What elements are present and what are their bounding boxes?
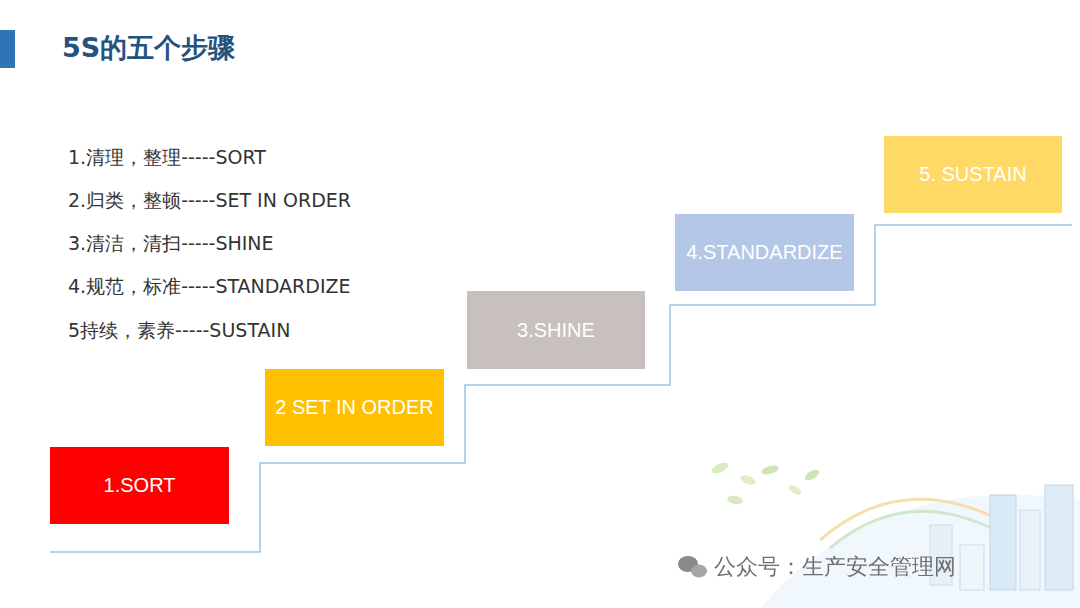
step-box: 4.STANDARDIZE — [675, 214, 854, 291]
step-box: 1.SORT — [50, 447, 229, 524]
step-list-item: 1.清理，整理-----SORT — [68, 145, 266, 171]
title-bar — [0, 30, 15, 68]
step-box: 5. SUSTAIN — [884, 136, 1062, 213]
step-list-item: 3.清洁，清扫-----SHINE — [68, 231, 274, 257]
step-list-item: 5持续，素养-----SUSTAIN — [68, 318, 290, 344]
step-label: 5. SUSTAIN — [919, 163, 1026, 186]
step-box: 3.SHINE — [467, 291, 645, 369]
step-box: 2 SET IN ORDER — [265, 369, 444, 446]
step-label: 2 SET IN ORDER — [275, 396, 434, 419]
watermark: 公众号：生产安全管理网 — [714, 552, 956, 582]
step-label: 3.SHINE — [517, 319, 595, 342]
step-label: 1.SORT — [104, 474, 176, 497]
city-illustration — [710, 461, 1080, 608]
slide-title: 5S的五个步骤 — [62, 30, 235, 66]
step-list-item: 2.归类，整顿-----SET IN ORDER — [68, 188, 351, 214]
wechat-icon — [678, 556, 707, 578]
step-list-item: 4.规范，标准-----STANDARDIZE — [68, 274, 351, 300]
stair-line — [50, 225, 1072, 552]
step-label: 4.STANDARDIZE — [686, 241, 842, 264]
